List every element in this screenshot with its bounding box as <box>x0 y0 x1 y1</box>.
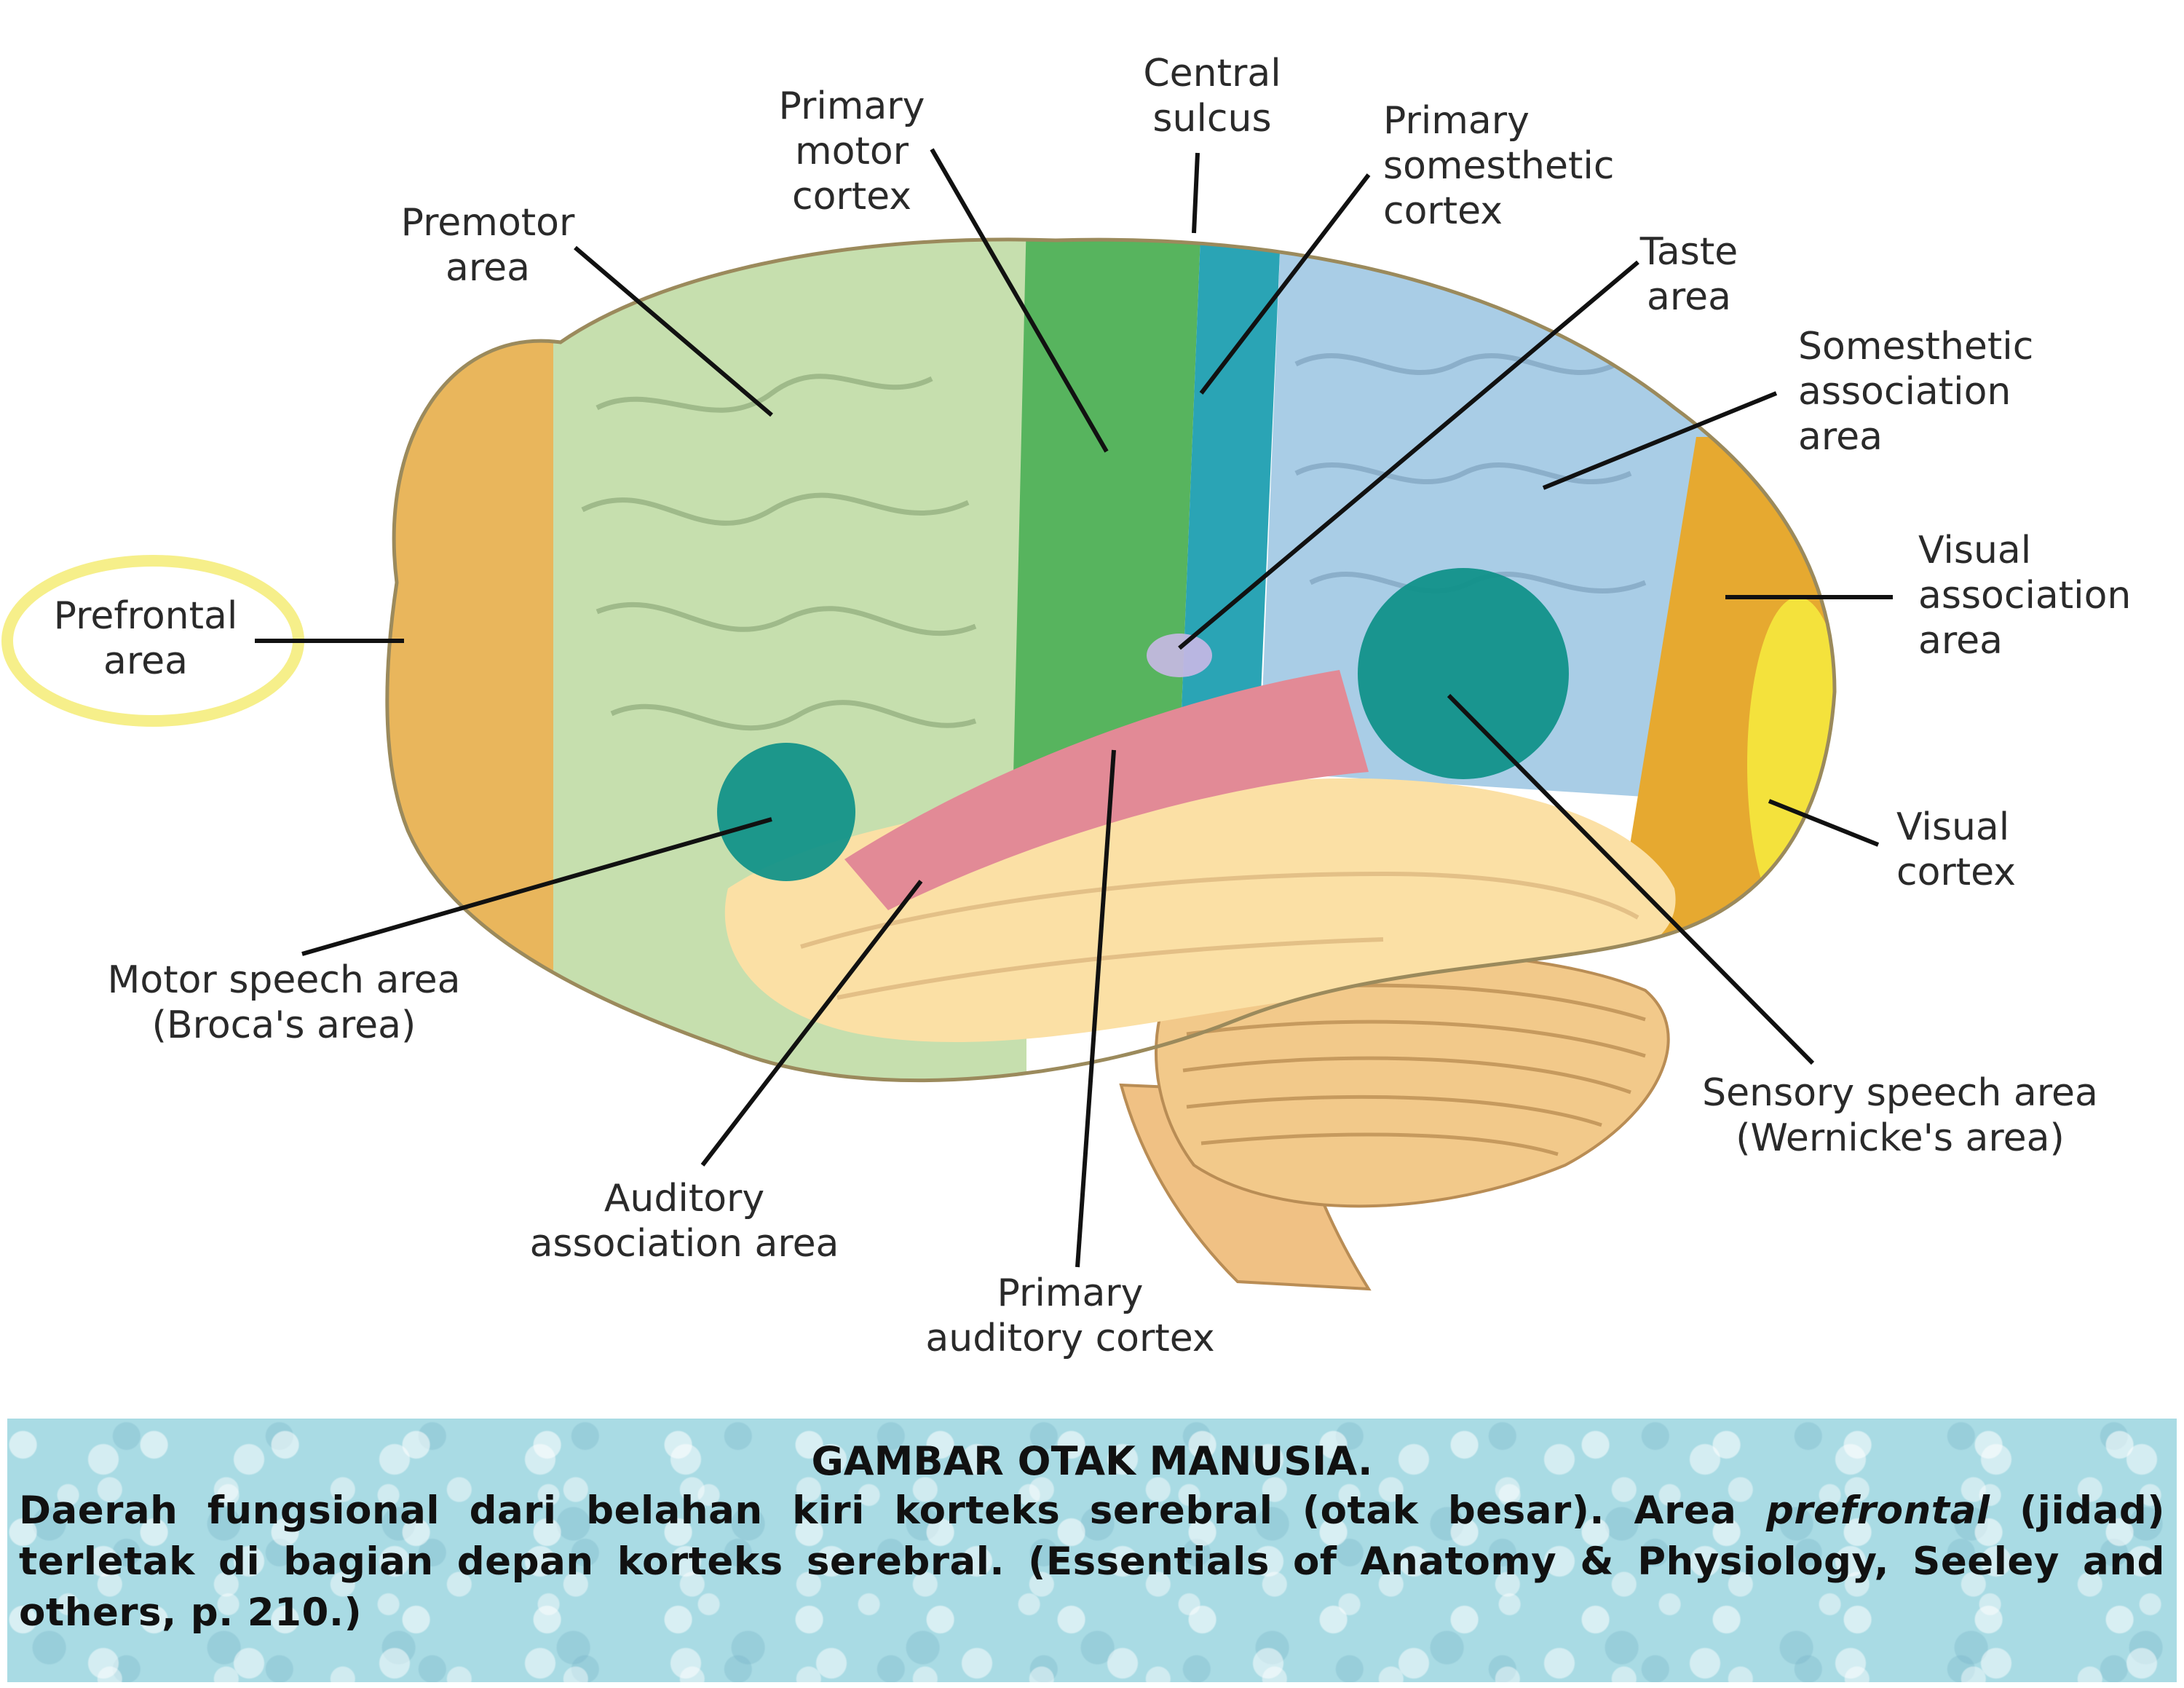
label-prefrontal-area: Prefrontal area <box>53 594 238 683</box>
line-taste <box>1178 260 1639 650</box>
caption-body-part2: (jidad) terletak di bagian depan korteks… <box>19 1488 2165 1635</box>
label-somesthetic-association-area: Somesthetic association area <box>1798 325 2034 459</box>
wernicke-area-circle <box>1358 568 1569 779</box>
label-primary-somesthetic-cortex: Primary somesthetic cortex <box>1383 99 1615 233</box>
label-visual-association-area: Visual association area <box>1918 529 2132 663</box>
broca-area-circle <box>717 743 855 881</box>
label-auditory-association-area: Auditory association area <box>529 1177 839 1266</box>
line-primary-auditory <box>1075 749 1116 1268</box>
line-motor-speech <box>301 817 772 956</box>
brain-diagram <box>1 148 1893 1291</box>
line-central-sulcus <box>1192 152 1200 234</box>
caption-title: GAMBAR OTAK MANUSIA. <box>811 1438 1373 1484</box>
taste-area-spot <box>1147 634 1212 677</box>
line-primary-somesthetic <box>1199 173 1371 395</box>
line-premotor <box>574 245 773 417</box>
label-motor-speech-area: Motor speech area (Broca's area) <box>107 958 461 1047</box>
line-primary-motor <box>930 148 1109 453</box>
line-sensory-speech <box>1447 693 1815 1065</box>
caption-panel: GAMBAR OTAK MANUSIA. Daerah fungsional d… <box>7 1419 2177 1682</box>
label-primary-auditory-cortex: Primary auditory cortex <box>925 1271 1215 1360</box>
caption-body: Daerah fungsional dari belahan kiri kort… <box>19 1486 2165 1638</box>
line-auditory-association <box>700 880 923 1167</box>
leader-lines <box>255 148 1893 1268</box>
line-visual-cortex <box>1768 799 1880 847</box>
label-taste-area: Taste area <box>1639 230 1738 319</box>
label-visual-cortex: Visual cortex <box>1896 805 2017 894</box>
brain-outline <box>385 237 1837 1083</box>
label-central-sulcus: Central sulcus <box>1143 52 1281 141</box>
label-sensory-speech-area: Sensory speech area (Wernicke's area) <box>1702 1071 2098 1160</box>
auditory-region <box>844 670 1369 910</box>
cerebellum-folia <box>1182 983 1646 1156</box>
label-premotor-area: Premotor area <box>400 201 575 290</box>
visual-cortex-region <box>1747 597 1835 932</box>
caption-body-part1: Daerah fungsional dari belahan kiri kort… <box>19 1488 1766 1533</box>
line-somesthetic-association <box>1542 391 1778 490</box>
label-primary-motor-cortex: Primary motor cortex <box>778 84 925 218</box>
caption-body-italic: prefrontal <box>1765 1488 1990 1533</box>
